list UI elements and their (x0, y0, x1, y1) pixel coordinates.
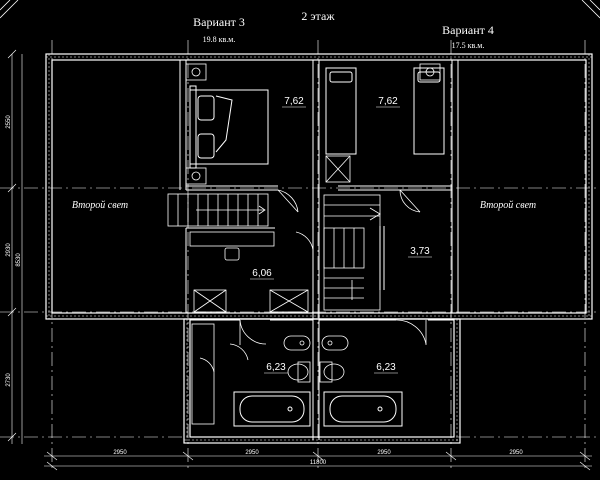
room-area-bedroom-right: 7,62 (378, 96, 398, 107)
toilets (287, 361, 345, 383)
dimension-bottom-4: 2950 (509, 450, 523, 456)
dimension-lines-bottom (44, 451, 592, 471)
dimension-bottom-3: 2950 (377, 450, 391, 456)
ventilation-shafts (193, 155, 351, 313)
corner-hatch-top-right (581, 0, 600, 19)
dimension-total: 11800 (310, 460, 327, 466)
room-area-hall-left: 6,06 (252, 268, 272, 279)
room-area-bath-left: 6,23 (266, 362, 286, 373)
bathtub-left (233, 391, 311, 427)
single-bed-right (413, 67, 445, 155)
dimension-bottom-1: 2950 (113, 450, 127, 456)
dimension-left-4: 2730 (6, 373, 12, 387)
doors (229, 189, 427, 361)
variant-3-title: Вариант 3 (193, 15, 245, 29)
staircase-right (323, 194, 381, 311)
interior-walls (179, 60, 459, 440)
room-area-hall-right: 3,73 (410, 246, 430, 257)
dimension-left-2: 2930 (6, 243, 12, 257)
shower-left (191, 323, 215, 425)
variant-4-title: Вариант 4 (442, 23, 494, 37)
second-light-right: Второй свет (480, 200, 536, 211)
corner-hatch-top-left (0, 0, 19, 19)
nightstands (185, 63, 441, 185)
double-bed (189, 85, 269, 169)
variant-4-area: 17.5 кв.м. (452, 41, 485, 50)
room-label-underlines (250, 106, 432, 374)
room-area-bath-right: 6,23 (376, 362, 396, 373)
room-area-bedroom-left: 7,62 (284, 96, 304, 107)
variant-3-area: 19.8 кв.м. (203, 35, 236, 44)
sinks (283, 335, 349, 351)
dimension-left-3: 8530 (16, 253, 22, 267)
single-bed-left (325, 67, 357, 155)
dimension-left-1: 2550 (6, 115, 12, 129)
second-light-left: Второй свет (72, 200, 128, 211)
dimension-lines-left (7, 49, 23, 444)
staircase-left (167, 193, 269, 227)
dimension-bottom-2: 2950 (245, 450, 259, 456)
bathtub-right (323, 391, 403, 427)
floor-title: 2 этаж (301, 9, 335, 23)
desk-and-chair (189, 231, 275, 261)
